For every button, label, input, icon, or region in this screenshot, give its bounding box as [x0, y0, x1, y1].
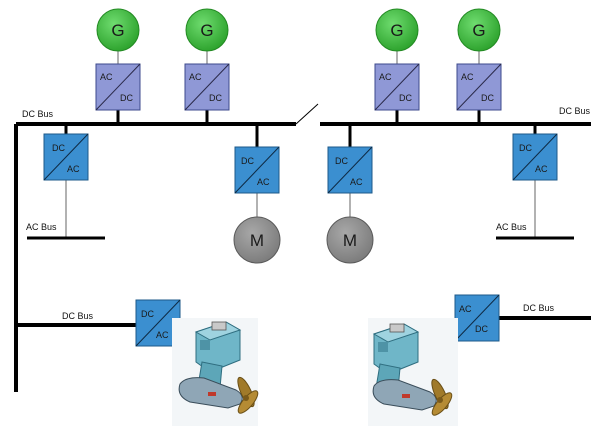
- converter-bottom-label: AC: [257, 177, 270, 187]
- converter-gen2: AC DC: [184, 63, 230, 111]
- converter-gen3: AC DC: [374, 63, 420, 111]
- converter-bottom-label: AC: [350, 177, 363, 187]
- motor-symbol: M: [343, 231, 357, 250]
- bus-tie-breaker: [295, 103, 319, 125]
- generator-symbol: G: [472, 21, 485, 40]
- motor-symbol: M: [250, 231, 264, 250]
- ac-bus-right-label: AC Bus: [496, 222, 527, 232]
- thruster-left-illustration: [172, 318, 259, 426]
- converter-bottom-label: AC: [156, 330, 169, 340]
- dc-bus-right-label: DC Bus: [559, 106, 591, 116]
- dc-bus-lower-right-label: DC Bus: [523, 303, 555, 313]
- converter-top-label: DC: [335, 156, 348, 166]
- converter-gen4: AC DC: [456, 63, 502, 111]
- generator-4: G: [457, 8, 501, 52]
- converter-bottom-label: DC: [209, 93, 222, 103]
- dc-bus-left-label: DC Bus: [22, 109, 54, 119]
- converter-top-label: DC: [519, 143, 532, 153]
- generator-symbol: G: [390, 21, 403, 40]
- converter-motor-right: DC AC: [327, 146, 373, 194]
- converter-ac-bus-right: DC AC: [512, 133, 558, 181]
- converter-motor-left: DC AC: [234, 146, 280, 194]
- generator-2: G: [185, 8, 229, 52]
- converter-top-label: DC: [141, 309, 154, 319]
- generator-symbol: G: [200, 21, 213, 40]
- converter-thruster-right: AC DC: [454, 294, 500, 342]
- converter-bottom-label: AC: [67, 164, 80, 174]
- converter-top-label: DC: [241, 156, 254, 166]
- generator-3: G: [375, 8, 419, 52]
- ac-bus-left-label: AC Bus: [26, 222, 57, 232]
- converter-bottom-label: DC: [399, 93, 412, 103]
- generator-symbol: G: [111, 21, 124, 40]
- converter-bottom-label: DC: [475, 324, 488, 334]
- converter-bottom-label: AC: [535, 164, 548, 174]
- converter-gen1: AC DC: [95, 63, 141, 111]
- converter-top-label: AC: [189, 72, 202, 82]
- generator-1: G: [96, 8, 140, 52]
- dc-bus-lower-left-label: DC Bus: [62, 311, 94, 321]
- converter-top-label: DC: [52, 143, 65, 153]
- converter-top-label: AC: [461, 72, 474, 82]
- converter-bottom-label: DC: [120, 93, 133, 103]
- thruster-right-illustration: [368, 318, 458, 426]
- converter-ac-bus-left: DC AC: [43, 133, 89, 181]
- converter-top-label: AC: [379, 72, 392, 82]
- converter-top-label: AC: [459, 304, 472, 314]
- motor-left: M: [233, 216, 281, 264]
- converter-top-label: AC: [100, 72, 113, 82]
- motor-right: M: [326, 216, 374, 264]
- converter-bottom-label: DC: [481, 93, 494, 103]
